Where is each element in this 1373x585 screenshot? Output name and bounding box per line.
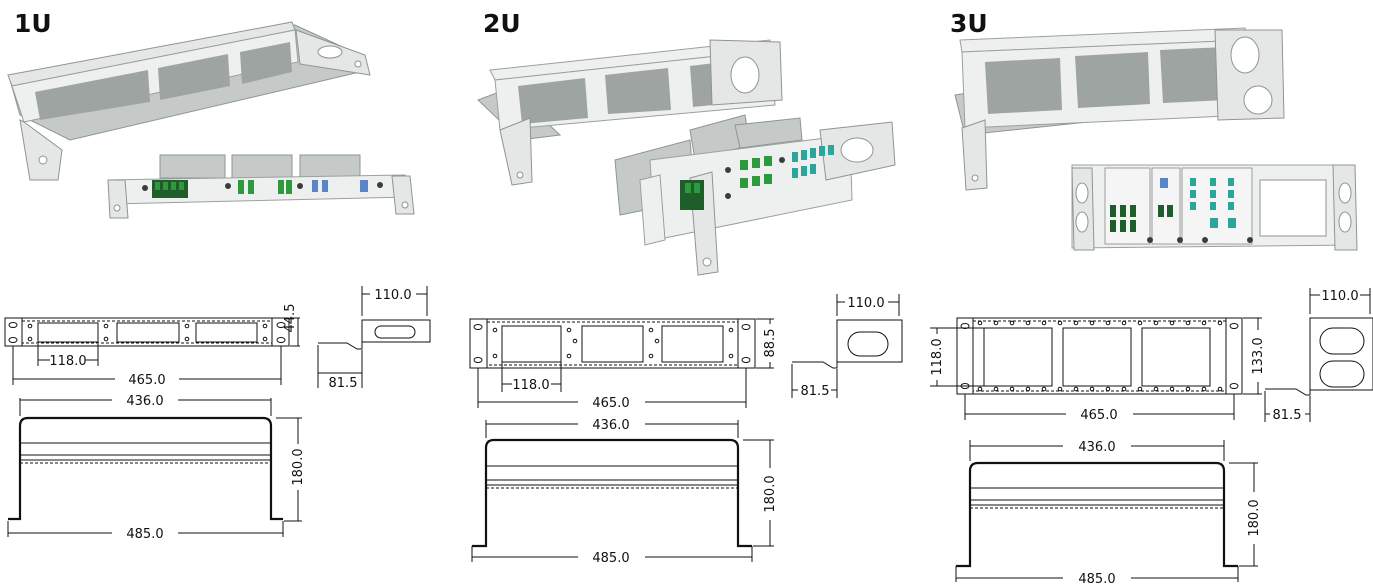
dim-1u-side-top: 110.0 <box>374 288 411 303</box>
photo-3u-loaded <box>1071 164 1358 251</box>
front-3u-hole-row-top <box>977 320 1223 326</box>
dim-3u-cutout: 118.0 <box>930 338 945 375</box>
photo-3u-bracket <box>954 27 1285 191</box>
dim-2u-top-depth: 180.0 <box>763 475 778 512</box>
photo-2u-loaded <box>614 114 896 276</box>
photo-2u-bracket <box>477 39 783 186</box>
dim-1u-top-inner: 436.0 <box>126 394 163 409</box>
dim-3u-side-bottom: 81.5 <box>1273 408 1302 423</box>
dim-1u-top-outer: 485.0 <box>126 527 163 542</box>
dim-3u-height: 133.0 <box>1251 337 1266 374</box>
dim-1u-cutout: 118.0 <box>49 354 86 369</box>
dim-2u-height: 88.5 <box>763 329 778 358</box>
top-view-2u: 436.0 180.0 485.0 <box>471 418 778 566</box>
top-view-1u: 436.0 180.0 485.0 <box>7 394 306 542</box>
dim-3u-top-inner: 436.0 <box>1078 440 1115 455</box>
front-3u-hole-row-bottom <box>977 386 1223 392</box>
title-3u: 3U <box>950 9 988 38</box>
side-view-1u: 110.0 81.5 <box>317 286 431 391</box>
dim-2u-cutout: 118.0 <box>512 378 549 393</box>
dim-2u-side-bottom: 81.5 <box>801 384 830 399</box>
photo-1u-loaded <box>107 154 415 219</box>
title-2u: 2U <box>483 9 521 38</box>
front-view-2u: 88.5 118.0 465.0 <box>469 318 778 411</box>
side-view-2u: 110.0 81.5 <box>791 294 903 399</box>
dim-3u-side-top: 110.0 <box>1321 289 1358 304</box>
dim-1u-side-bottom: 81.5 <box>329 376 358 391</box>
top-view-3u: 436.0 180.0 485.0 <box>955 440 1262 585</box>
dim-2u-width: 465.0 <box>592 396 629 411</box>
dim-1u-width: 465.0 <box>128 373 165 388</box>
dim-2u-side-top: 110.0 <box>847 296 884 311</box>
dim-2u-top-inner: 436.0 <box>592 418 629 433</box>
photo-1u-bracket <box>7 21 371 181</box>
dim-2u-top-outer: 485.0 <box>592 551 629 566</box>
side-view-3u: 110.0 81.5 <box>1264 288 1373 423</box>
front-view-1u: 44.5 118.0 465.0 <box>4 304 300 388</box>
dim-1u-top-depth: 180.0 <box>291 448 306 485</box>
title-1u: 1U <box>14 9 52 38</box>
dim-3u-top-depth: 180.0 <box>1247 499 1262 536</box>
front-view-3u: 118.0 133.0 465.0 <box>930 317 1266 423</box>
dim-1u-height: 44.5 <box>283 304 298 333</box>
dim-3u-width: 465.0 <box>1080 408 1117 423</box>
dim-3u-top-outer: 485.0 <box>1078 572 1115 585</box>
